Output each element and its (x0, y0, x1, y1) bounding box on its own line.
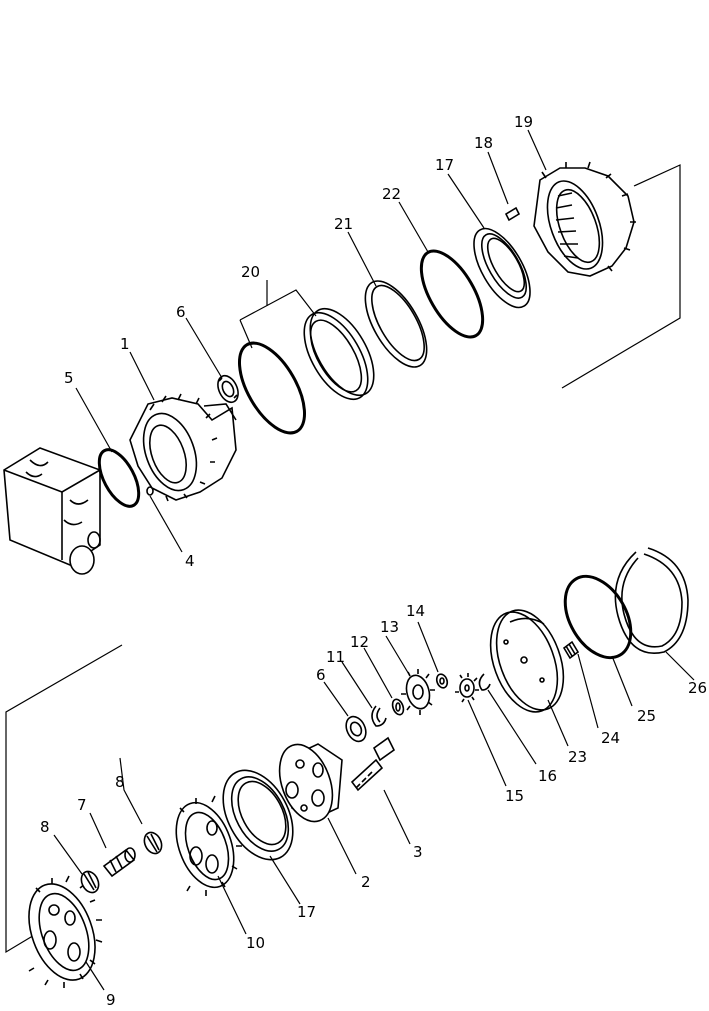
callout-19: 19 (514, 113, 533, 131)
part-18-dowel-pin (504, 206, 521, 222)
part-12-washer (391, 698, 405, 716)
callout-labels: 1 2 3 4 5 6 6 7 8 8 9 10 11 12 13 14 15 … (40, 113, 707, 1009)
callout-26: 26 (688, 679, 707, 697)
part-3-bolt (350, 736, 396, 792)
callout-20: 20 (241, 263, 260, 281)
callout-15: 15 (505, 787, 524, 805)
part-11-snap-ring (371, 705, 387, 727)
callout-24: 24 (601, 729, 620, 747)
callout-21: 21 (334, 215, 353, 233)
part-20-ring-set (237, 307, 375, 435)
callout-12: 12 (350, 633, 369, 651)
callout-5: 5 (64, 369, 74, 387)
part-16-snap-ring (478, 673, 491, 691)
part-17-bearing-upper (473, 227, 531, 309)
leader-lines-lower (53, 621, 695, 991)
callout-6-lower: 6 (316, 666, 326, 684)
leader-lines-upper (75, 129, 547, 553)
part-15-small-gear (455, 673, 479, 703)
callout-16: 16 (538, 767, 557, 785)
part-24-plug (562, 640, 580, 660)
part-21-ring (364, 280, 428, 368)
part-4-pin (146, 486, 154, 496)
part-22-o-ring (419, 249, 485, 339)
callout-2: 2 (361, 873, 371, 891)
part-26-retaining-ring (614, 547, 689, 654)
part-25-o-ring (563, 574, 633, 660)
callout-11: 11 (326, 648, 345, 666)
part-5-o-ring (97, 448, 141, 508)
part-19-ring-gear (533, 161, 636, 277)
callout-14: 14 (406, 602, 425, 620)
part-2-carrier-plate (278, 743, 343, 823)
housing-block (3, 447, 101, 575)
callout-8-right: 8 (115, 773, 125, 791)
callout-4: 4 (185, 552, 195, 570)
callout-17-lower: 17 (297, 903, 316, 921)
callout-3: 3 (413, 843, 423, 861)
part-8-needle-bearing-left (80, 870, 100, 894)
callout-9: 9 (106, 991, 116, 1006)
bracket-line-lower (5, 644, 123, 954)
part-9-planet-gear-large (28, 875, 103, 988)
part-14-ring (435, 673, 449, 689)
callout-13: 13 (380, 618, 399, 636)
callout-22: 22 (382, 185, 401, 203)
callout-23: 23 (568, 748, 587, 766)
part-7-shaft (102, 847, 136, 878)
part-13-sun-gear (401, 669, 435, 715)
part-6-bearing-lower (345, 715, 367, 743)
callout-25: 25 (637, 707, 656, 725)
callout-1: 1 (120, 335, 130, 353)
callout-6-upper: 6 (176, 303, 186, 321)
part-23-cover-plate (489, 609, 565, 713)
callout-10: 10 (246, 934, 265, 952)
part-8-needle-bearing-right (143, 831, 163, 855)
part-6-bearing-upper (217, 374, 239, 404)
callout-17-upper: 17 (435, 156, 454, 174)
callout-8-left: 8 (40, 818, 50, 836)
part-1-carrier-housing (129, 393, 237, 502)
callout-18: 18 (474, 134, 493, 152)
callout-7: 7 (77, 796, 87, 814)
part-17-bearing-lower (222, 769, 294, 861)
bracket-line-upper (561, 164, 681, 389)
